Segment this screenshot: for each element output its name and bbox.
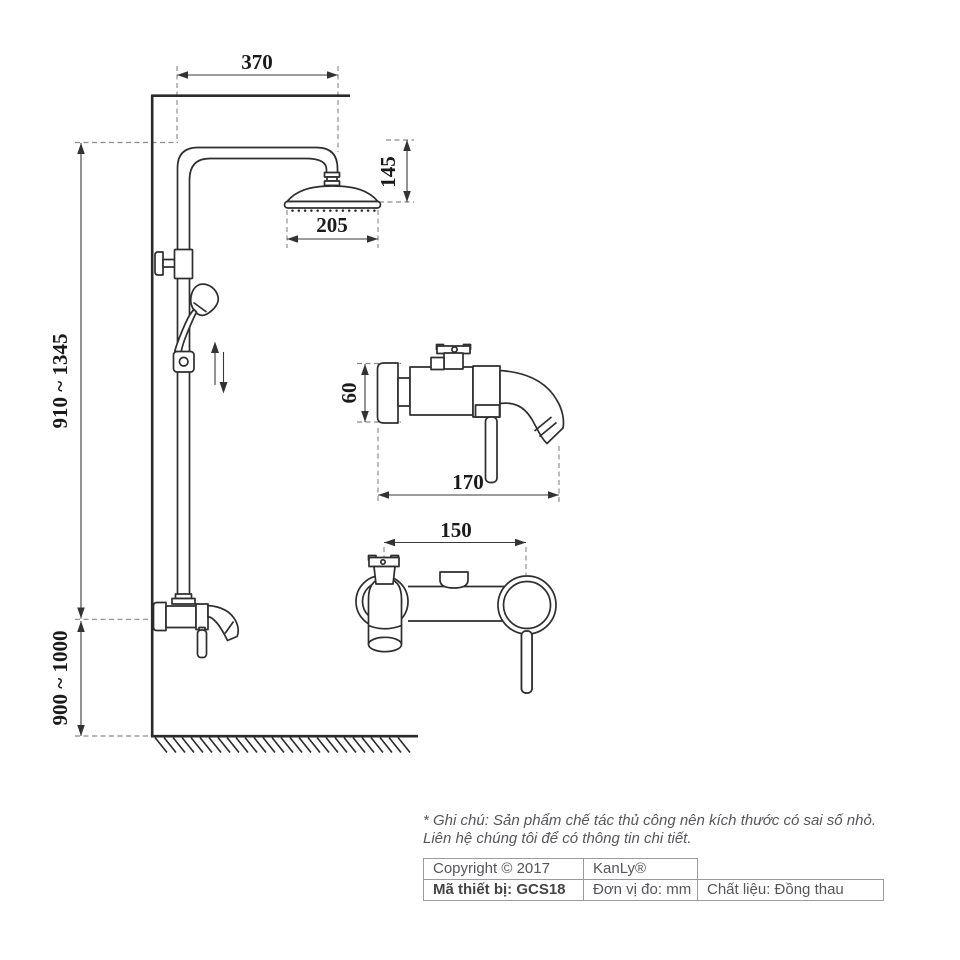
- wall: [150, 94, 350, 737]
- mixer-front-view: [355, 554, 557, 694]
- material-cell: Chất liệu: Đồng thau: [697, 879, 884, 901]
- dim-arm-width: 370: [241, 50, 273, 74]
- footnote-line2: Liên hệ chúng tôi để có thông tin chi ti…: [423, 829, 692, 847]
- mixer-side-view: [376, 343, 565, 484]
- floor: [150, 734, 418, 753]
- shower-riser-and-arm: [176, 146, 339, 594]
- device-code-cell: Mã thiết bị: GCS18: [423, 879, 584, 901]
- footnote: * Ghi chú: Sản phẩm chế tác thủ công nên…: [423, 812, 876, 847]
- unit-cell: Đơn vị đo: mm: [583, 879, 698, 901]
- copyright-cell: Copyright © 2017: [423, 858, 584, 880]
- dim-head-drop: 145: [376, 156, 400, 188]
- dim-head-diameter: 205: [316, 213, 348, 237]
- dimension-lines: [77, 71, 559, 736]
- slide-motion-arrows: [211, 341, 228, 394]
- floor-hatching: [154, 737, 411, 753]
- dim-valve-center-distance: 150: [440, 518, 472, 542]
- dim-install-height-range: 900 ~ 1000: [48, 631, 72, 726]
- slide-bracket: [172, 350, 195, 373]
- dim-valve-body-height: 60: [337, 383, 361, 404]
- hand-shower: [173, 283, 220, 354]
- wall-mixer-elevation: [152, 593, 240, 659]
- wall-bracket: [154, 248, 194, 280]
- spec-table-row-device: Mã thiết bị: GCS18 Đơn vị đo: mm Chất li…: [423, 879, 884, 901]
- spec-table-row-copyright: Copyright © 2017 KanLy®: [423, 858, 884, 880]
- footnote-line1: * Ghi chú: Sản phẩm chế tác thủ công nên…: [423, 812, 877, 829]
- dimension-labels: 370 145 205 910 ~ 1345 900 ~ 1000 60 170…: [48, 50, 484, 725]
- rain-shower-head: [283, 171, 382, 212]
- extension-lines: [75, 66, 560, 737]
- brand-cell: KanLy®: [583, 858, 698, 880]
- dim-valve-depth: 170: [452, 470, 484, 494]
- dim-riser-height-range: 910 ~ 1345: [48, 334, 72, 429]
- shower-head-nozzles: [291, 209, 376, 212]
- technical-drawing: 370 145 205 910 ~ 1345 900 ~ 1000 60 170…: [48, 50, 565, 753]
- spec-table: Copyright © 2017 KanLy® Mã thiết bị: GCS…: [423, 858, 884, 901]
